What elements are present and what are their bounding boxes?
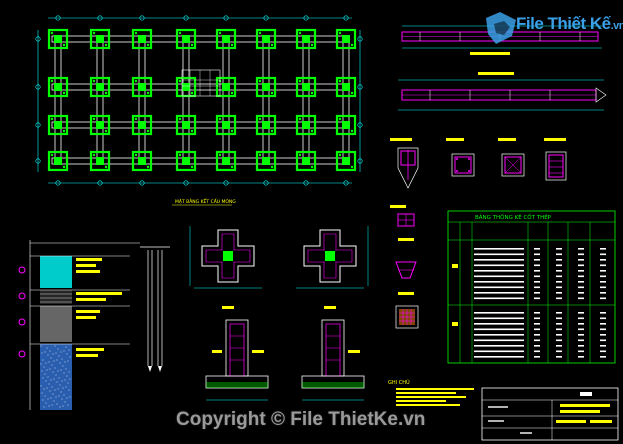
- pile-cap: [215, 150, 237, 172]
- pile-cap-plan-2: [296, 226, 369, 309]
- pile-cap: [335, 76, 357, 98]
- pile-cap: [89, 28, 111, 50]
- column-section-1: [446, 138, 475, 177]
- pile-cap: [89, 114, 111, 136]
- rebar-table-title: BẢNG THỐNG KÊ CỐT THÉP: [475, 213, 552, 221]
- pile-cap: [335, 150, 357, 172]
- foundation-plan-title: MẶT BẰNG KẾT CẤU MÓNG: [175, 197, 236, 205]
- title-block: [481, 387, 619, 441]
- pile-cap: [175, 114, 197, 136]
- pile-cap: [89, 76, 111, 98]
- rebar-details: [390, 205, 419, 329]
- pile-cap: [295, 114, 317, 136]
- pile-cap: [131, 114, 153, 136]
- pile-cap: [47, 114, 69, 136]
- pile-cap: [335, 28, 357, 50]
- pile-cap: [295, 76, 317, 98]
- pile-cap: [255, 150, 277, 172]
- pile-cap: [295, 150, 317, 172]
- pile-cap: [295, 28, 317, 50]
- pile-caps: [47, 28, 357, 172]
- brand-name: File Thiết Kế.vn: [516, 14, 623, 34]
- pile-cap: [215, 114, 237, 136]
- beam-section: [544, 138, 567, 181]
- pile-cap: [47, 28, 69, 50]
- notes-title: GHI CHÚ: [388, 379, 410, 386]
- pile-cap: [47, 76, 69, 98]
- beam-elevation-2: [398, 72, 607, 111]
- column-section-2: [498, 138, 525, 177]
- pile-cap: [255, 114, 277, 136]
- pile-cap: [255, 28, 277, 50]
- pile-cap: [175, 76, 197, 98]
- pile-cap: [255, 76, 277, 98]
- pile-cap: [215, 28, 237, 50]
- soil-profile: [18, 240, 170, 410]
- pile-cap: [131, 150, 153, 172]
- brand-text: File Thiết Kế: [516, 14, 611, 33]
- copyright-watermark: Copyright © File ThietKe.vn: [176, 409, 426, 430]
- brand-domain: .vn: [610, 20, 623, 32]
- brand-logo-icon: [486, 12, 516, 44]
- pile-cap: [47, 150, 69, 172]
- notes-block: GHI CHÚ: [388, 379, 474, 406]
- pile-cap-plan-1: [189, 226, 262, 309]
- foundation-plan: MẶT BẰNG KẾT CẤU MÓNG: [37, 17, 361, 206]
- pile-cap-section-1: [205, 319, 269, 401]
- pile-section: [390, 138, 419, 189]
- pile-cap: [131, 76, 153, 98]
- pile-cap: [215, 76, 237, 98]
- pile-cap: [175, 28, 197, 50]
- rebar-schedule-table: BẢNG THỐNG KÊ CỐT THÉP: [447, 210, 616, 364]
- pile-cap-section-2: [301, 319, 365, 401]
- pile-cap: [175, 150, 197, 172]
- pile-cap: [335, 114, 357, 136]
- pile-cap: [89, 150, 111, 172]
- pile-cap: [131, 28, 153, 50]
